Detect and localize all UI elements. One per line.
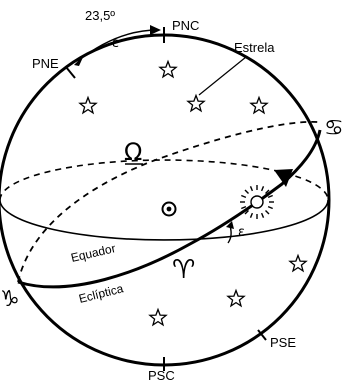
omega-symbol: Ω [124,138,142,166]
obliquity-label-poles: ε [112,36,119,51]
sun-icon [240,185,274,219]
psc-label: PSC [148,368,175,383]
star-icon [80,98,96,113]
obliquity-arc [228,226,231,243]
cancer-symbol: ♋ [324,116,344,141]
earth-center-icon [163,203,176,216]
pne-label: PNE [32,56,59,71]
star-label: Estrela [234,40,275,55]
pse-label: PSE [270,335,296,350]
pole-angle-arrow-right [150,25,161,35]
star-icon [228,291,244,306]
equator-label: Equador [70,241,117,265]
obliquity-label-equinox: ε [238,225,245,240]
star-leader-line [199,57,246,95]
obliquity-angle-value: 23,5º [85,8,115,23]
star-icon [290,256,306,271]
celestial-equator-back [0,160,328,200]
star-icon [160,62,176,77]
star-icon [251,98,267,113]
capricorn-symbol: ♑ [0,287,20,312]
star-icon [150,310,166,325]
pnc-label: PNC [172,18,199,33]
aries-symbol: ♈ [172,255,195,285]
star-icon [188,96,204,111]
pne-tick [66,67,75,78]
